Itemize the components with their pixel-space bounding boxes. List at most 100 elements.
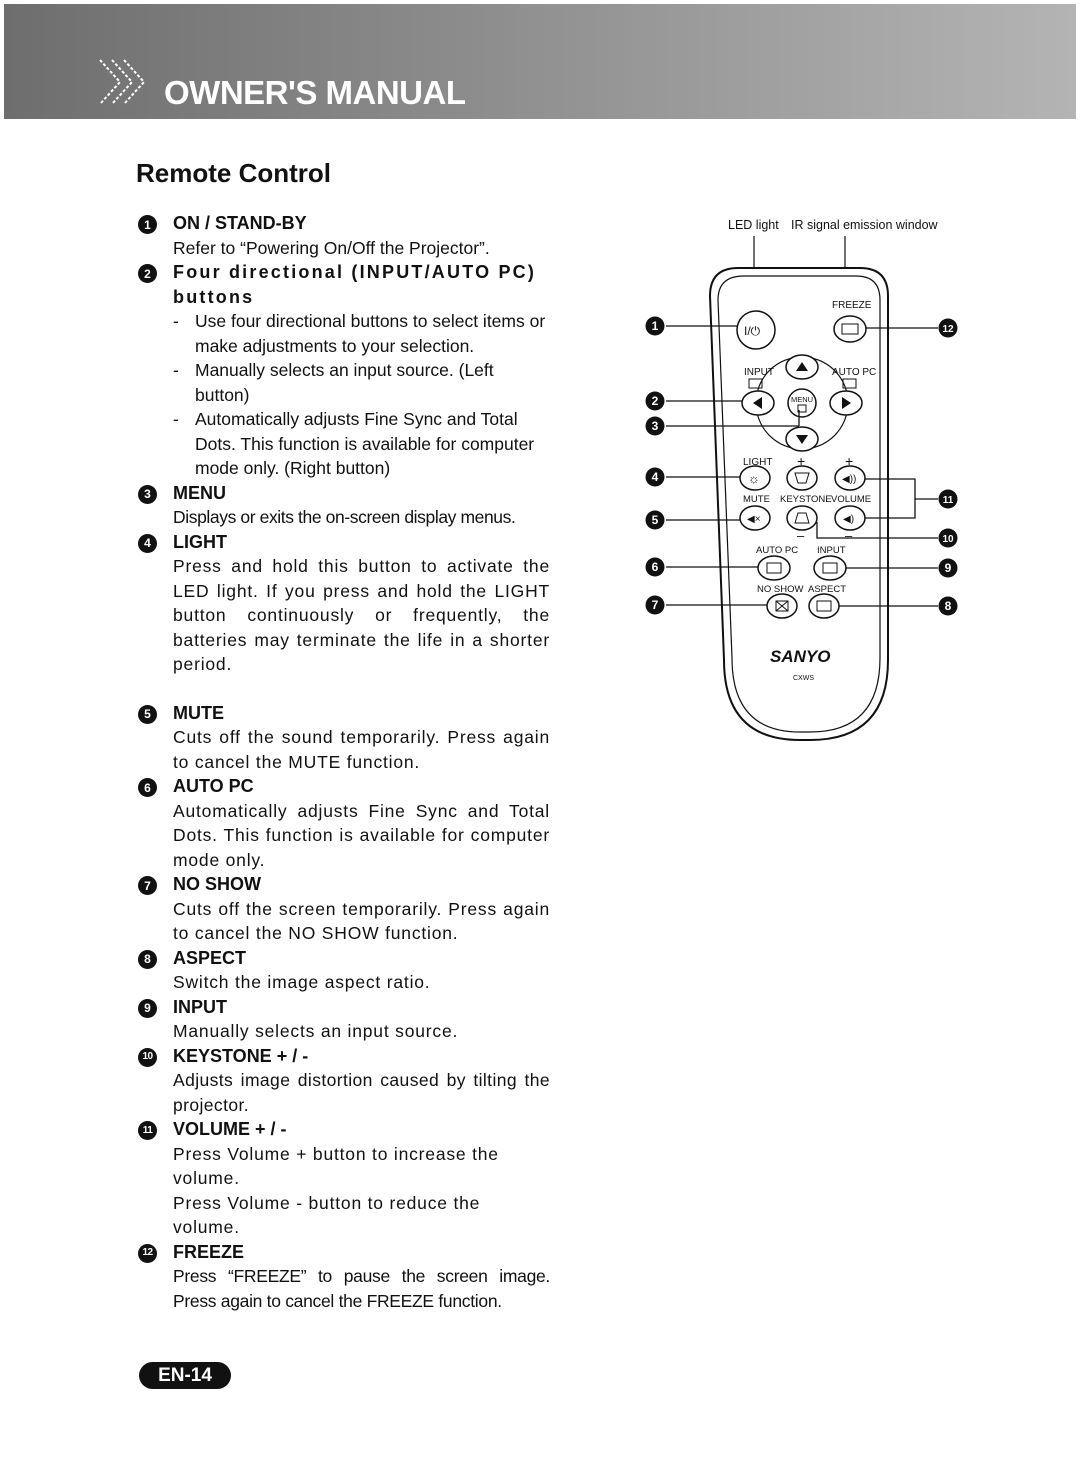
- freeze-button[interactable]: [833, 315, 867, 343]
- callout-numbers: 1 2 3 4 5 6 7 8 9 10 11 12: [645, 316, 958, 616]
- item-number: 2: [138, 264, 157, 283]
- light-button[interactable]: [739, 465, 771, 491]
- item-number: 6: [138, 778, 157, 797]
- item-number: 10: [138, 1047, 157, 1067]
- item-description: Manually selects an input source.: [173, 1021, 459, 1041]
- brand-logo: SANYO: [770, 647, 830, 666]
- item-description: Cuts off the sound temporarily. Press ag…: [173, 727, 550, 772]
- item-description: Cuts off the screen temporarily. Press a…: [173, 898, 550, 944]
- item-heading: FREEZE: [173, 1241, 245, 1262]
- power-icon: I/⏻: [744, 324, 761, 338]
- page-title: Remote Control: [136, 158, 331, 188]
- keystone-plus-label: +: [797, 453, 805, 469]
- item-heading: VOLUME + / -: [173, 1119, 287, 1139]
- list-item: 9 INPUT Manually selects an input source…: [136, 995, 550, 1044]
- item-number: 4: [138, 533, 157, 553]
- menu-button[interactable]: [787, 388, 817, 418]
- item-heading: MUTE: [173, 702, 224, 723]
- item-description: Automatically adjusts Fine Sync and Tota…: [173, 800, 550, 870]
- autopc2-label: AUTO PC: [756, 545, 798, 556]
- list-item: 12 FREEZE Press “FREEZE” to pause the sc…: [136, 1240, 550, 1314]
- page-number: EN-14: [139, 1362, 231, 1389]
- item-description: Refer to “Powering On/Off the Projector”…: [173, 237, 490, 258]
- freeze-label: FREEZE: [832, 300, 872, 311]
- power-button[interactable]: [736, 310, 776, 350]
- item-number: 5: [138, 704, 157, 724]
- list-item: 10 KEYSTONE + / - Adjusts image distorti…: [136, 1044, 550, 1118]
- menu-label: MENU: [791, 395, 813, 404]
- mute-icon: ◀×: [747, 514, 761, 525]
- list-item: 8 ASPECT Switch the image aspect ratio.: [136, 946, 550, 995]
- keystone-minus-button[interactable]: [786, 505, 818, 531]
- item-heading: MENU: [173, 482, 226, 503]
- keystone-label: KEYSTONE: [780, 494, 832, 505]
- callout-3: 3: [652, 419, 659, 433]
- item-number: 8: [138, 949, 157, 969]
- list-item: 4 LIGHT Press and hold this button to ac…: [136, 530, 550, 677]
- callout-4: 4: [652, 470, 659, 484]
- keystone-plus-button[interactable]: [786, 465, 818, 491]
- callout-6: 6: [652, 560, 659, 574]
- item-number: 7: [138, 876, 157, 895]
- noshow-label: NO SHOW: [757, 584, 803, 595]
- item-heading: Four directional (INPUT/AUTO PC) buttons: [173, 262, 537, 307]
- light-label: LIGHT: [743, 457, 772, 468]
- autopc-label: AUTO PC: [832, 367, 876, 378]
- item-number: 3: [138, 484, 157, 504]
- list-item: 2 Four directional (INPUT/AUTO PC) butto…: [136, 260, 550, 481]
- item-description: Displays or exits the on-screen display …: [173, 507, 516, 527]
- bullet-item: Use four directional buttons to select i…: [173, 309, 550, 358]
- volume-plus-button[interactable]: [834, 465, 866, 491]
- callout-1: 1: [652, 319, 659, 333]
- callout-7: 7: [652, 598, 659, 612]
- item-number: 1: [138, 215, 157, 234]
- callout-11: 11: [943, 495, 954, 506]
- led-light-label: LED light: [728, 218, 779, 232]
- item-number: 9: [138, 998, 157, 1018]
- input2-label: INPUT: [817, 545, 846, 556]
- input-button[interactable]: [813, 555, 847, 581]
- callout-12: 12: [942, 324, 954, 335]
- item-heading: NO SHOW: [173, 874, 261, 894]
- callout-2: 2: [652, 394, 659, 408]
- item-heading: INPUT: [173, 996, 227, 1017]
- item-description: Press and hold this button to activate t…: [173, 556, 550, 674]
- item-description: Adjusts image distortion caused by tilti…: [173, 1070, 550, 1115]
- callout-10: 10: [942, 534, 954, 545]
- aspect-button[interactable]: [808, 593, 840, 619]
- item-heading: LIGHT: [173, 531, 227, 552]
- bullet-list: Use four directional buttons to select i…: [173, 309, 550, 481]
- item-list: 1 ON / STAND-BY Refer to “Powering On/Of…: [136, 211, 550, 1313]
- callout-8: 8: [945, 599, 952, 613]
- mute-label: MUTE: [743, 494, 770, 505]
- ir-window-label: IR signal emission window: [791, 218, 939, 232]
- list-item: 11 VOLUME + / - Press Volume + button to…: [136, 1117, 550, 1240]
- item-heading: ASPECT: [173, 947, 247, 968]
- list-item: 5 MUTE Cuts off the sound temporarily. P…: [136, 701, 550, 775]
- list-item: 1 ON / STAND-BY Refer to “Powering On/Of…: [136, 211, 550, 260]
- remote-control-diagram: LED light IR signal emission window I/⏻ …: [645, 218, 958, 741]
- speaker-low-icon: ◀): [843, 514, 854, 525]
- callout-5: 5: [652, 513, 659, 527]
- header-banner: OWNER'S MANUAL: [4, 4, 1076, 119]
- list-item: 6 AUTO PC Automatically adjusts Fine Syn…: [136, 774, 550, 872]
- volume-minus-label: –: [845, 528, 853, 543]
- item-description: Press Volume + button to increase the vo…: [173, 1143, 499, 1189]
- manual-title: OWNER'S MANUAL: [164, 74, 466, 111]
- item-number: 12: [138, 1243, 157, 1263]
- item-heading: AUTO PC: [173, 776, 254, 796]
- item-description: Switch the image aspect ratio.: [173, 972, 431, 992]
- keystone-minus-label: –: [797, 528, 805, 543]
- mute-button[interactable]: [739, 505, 771, 531]
- item-heading: ON / STAND-BY: [173, 213, 307, 233]
- list-item: 7 NO SHOW Cuts off the screen temporaril…: [136, 872, 550, 946]
- chevron-arrows-icon: [99, 59, 146, 105]
- item-number: 11: [138, 1121, 157, 1140]
- aspect-label: ASPECT: [808, 584, 846, 595]
- volume-plus-label: +: [845, 453, 853, 469]
- volume-label: VOLUME: [831, 494, 871, 505]
- item-description: Press “FREEZE” to pause the screen image…: [173, 1266, 550, 1311]
- autopc-button[interactable]: [757, 555, 791, 581]
- bullet-item: Automatically adjusts Fine Sync and Tota…: [173, 407, 550, 481]
- item-description: Press Volume - button to reduce the volu…: [173, 1192, 481, 1238]
